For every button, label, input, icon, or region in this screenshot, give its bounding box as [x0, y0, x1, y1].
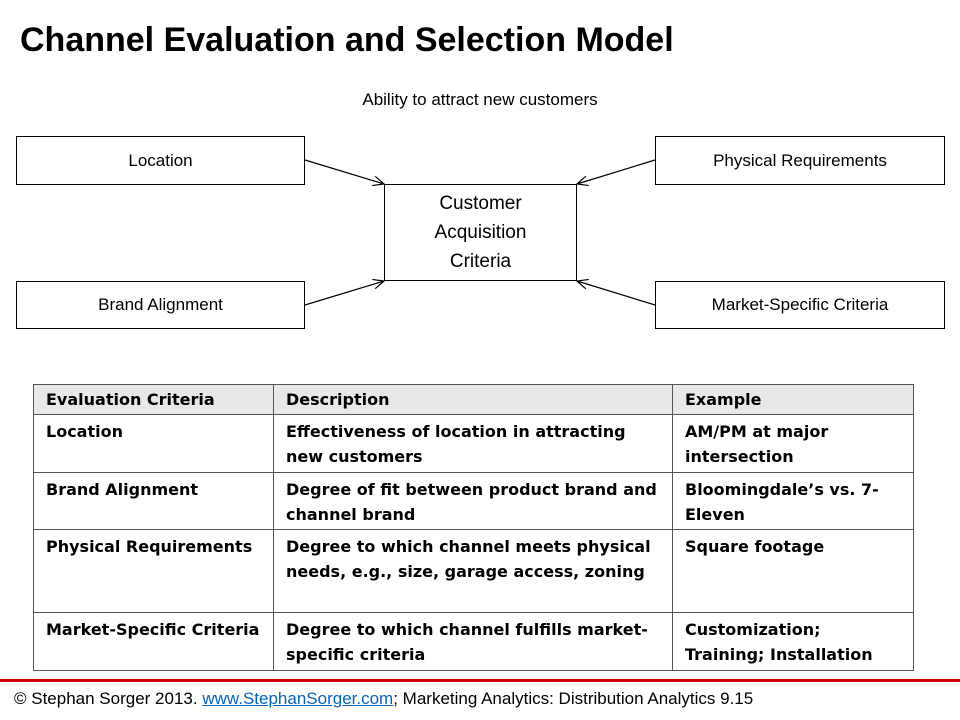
slide-title: Channel Evaluation and Selection Model	[20, 21, 674, 59]
diagram-arrows	[304, 159, 656, 306]
physical-requirements-box-label: Physical Requirements	[713, 150, 887, 170]
table-cell-example: Square footage	[672, 529, 914, 614]
arrow-physical-to-center	[577, 159, 656, 184]
table-cell-criteria: Physical Requirements	[33, 529, 274, 614]
table-cell-description: Degree of fit between product brand and …	[273, 471, 673, 531]
evaluation-table-container: Evaluation Criteria Description Example …	[33, 384, 914, 671]
table-row: Market-Specific Criteria Degree to which…	[33, 612, 914, 671]
footer-website-link[interactable]: www.StephanSorger.com	[202, 689, 394, 708]
brand-alignment-box-label: Brand Alignment	[98, 295, 223, 314]
location-box: Location	[16, 136, 305, 185]
table-row: Physical Requirements Degree to which ch…	[33, 529, 914, 614]
footer-divider	[0, 679, 960, 682]
footer-prefix: © Stephan Sorger 2013.	[14, 689, 203, 708]
arrow-market-to-center	[577, 281, 656, 306]
header-evaluation-criteria: Evaluation Criteria	[33, 384, 274, 415]
table-row: Brand Alignment Degree of fit between pr…	[33, 471, 914, 531]
table-cell-example: Customization; Training; Installation	[672, 612, 914, 671]
table-cell-criteria: Market-Specific Criteria	[33, 612, 274, 671]
physical-requirements-box: Physical Requirements	[655, 136, 945, 185]
brand-alignment-box: Brand Alignment	[16, 281, 305, 329]
table-cell-criteria: Brand Alignment	[33, 471, 274, 531]
table-cell-description: Degree to which channel meets physical n…	[273, 529, 673, 614]
table-row: Location Effectiveness of location in at…	[33, 414, 914, 473]
diagram-top-label: Ability to attract new customers	[362, 90, 598, 109]
table-header-row: Evaluation Criteria Description Example	[33, 384, 914, 415]
customer-acquisition-criteria-label: Customer Acquisition Criteria	[434, 193, 527, 272]
evaluation-criteria-table: Evaluation Criteria Description Example …	[33, 384, 914, 671]
footer-suffix: ; Marketing Analytics: Distribution Anal…	[393, 689, 754, 708]
customer-acquisition-criteria-box: Customer Acquisition Criteria	[384, 184, 577, 281]
table-cell-description: Degree to which channel fulfills market-…	[273, 612, 673, 671]
arrow-location-to-center	[304, 159, 384, 184]
header-example: Example	[672, 384, 914, 415]
market-specific-criteria-box-label: Market-Specific Criteria	[711, 295, 889, 314]
table-cell-criteria: Location	[33, 414, 274, 473]
location-box-label: Location	[128, 150, 193, 170]
footer-copyright: © Stephan Sorger 2013. www.StephanSorger…	[14, 688, 753, 710]
arrow-brand-to-center	[304, 281, 384, 306]
table-cell-example: Bloomingdale’s vs. 7-Eleven	[672, 471, 914, 531]
header-description: Description	[273, 384, 673, 415]
market-specific-criteria-box: Market-Specific Criteria	[655, 281, 945, 329]
table-cell-description: Effectiveness of location in attracting …	[273, 414, 673, 473]
table-cell-example: AM/PM at major intersection	[672, 414, 914, 473]
